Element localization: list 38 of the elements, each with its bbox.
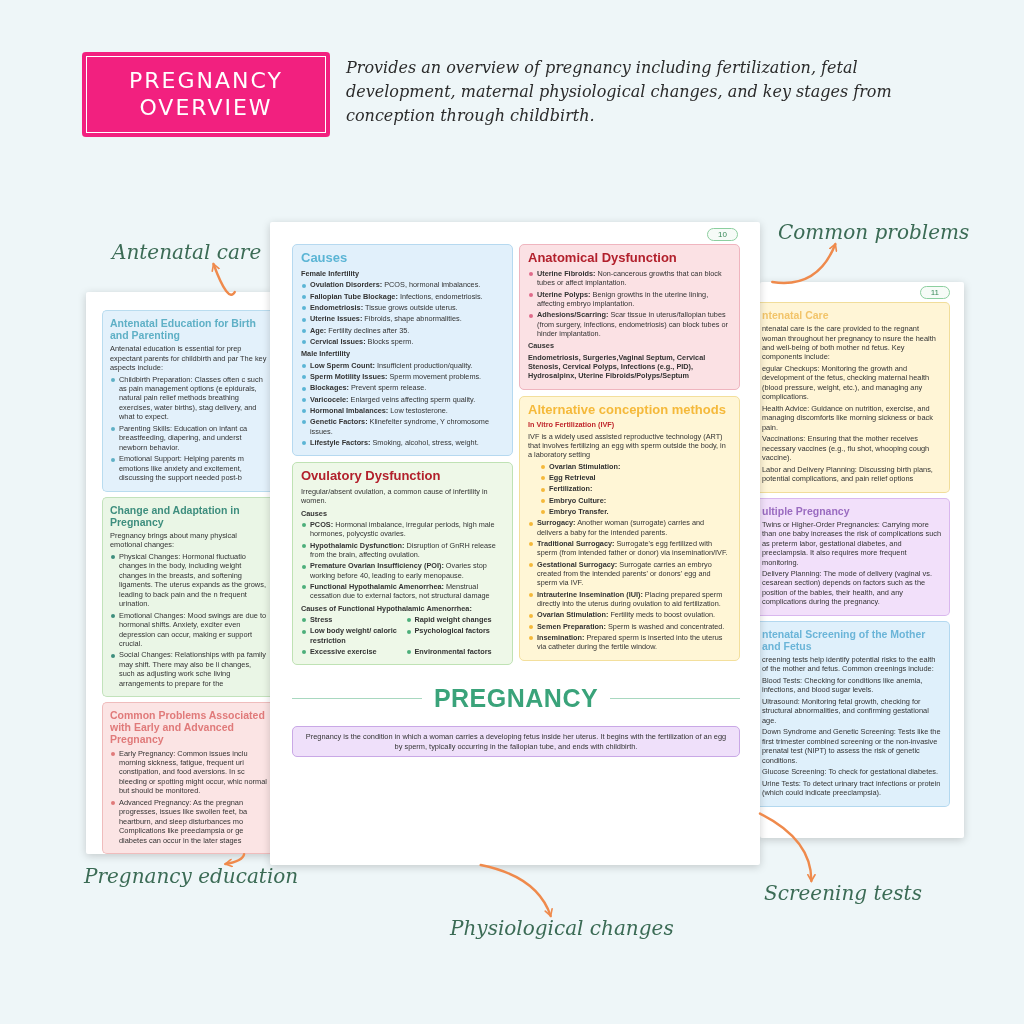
curved-arrow — [771, 242, 837, 285]
card-heading: Antenatal Education for Birth and Parenting — [110, 317, 257, 342]
title-banner: PREGNANCY OVERVIEW — [82, 52, 330, 137]
info-card — [102, 702, 272, 855]
info-card — [102, 310, 272, 492]
callout-label: Physiological changes — [450, 916, 674, 940]
page-number: 11 — [919, 286, 950, 299]
callout-label: Pregnancy education — [84, 864, 299, 888]
info-card — [519, 244, 740, 390]
description-text: Provides an overview of pregnancy including fertilization, fetal development, maternal physiological changes, and key stages from conception through childbirth. — [346, 57, 893, 127]
card-heading: ntenatal Care — [762, 309, 830, 322]
card-heading: Ovulatory Dysfunction — [301, 469, 442, 485]
card-heading: Anatomical Dysfunction — [528, 251, 678, 266]
page-sheet — [270, 222, 760, 865]
curved-arrow — [479, 863, 553, 918]
callout-label: Common problems — [778, 220, 970, 244]
page-sheet — [760, 282, 964, 838]
page-heading: PREGNANCY — [433, 684, 599, 714]
card-heading: Alternative conception methods — [528, 402, 727, 418]
card-heading: Causes — [301, 251, 349, 266]
info-card — [102, 496, 272, 698]
page-sheet — [86, 292, 272, 855]
curved-arrow — [224, 853, 246, 868]
info-card — [760, 302, 950, 493]
info-card — [760, 497, 950, 616]
info-card — [519, 395, 740, 661]
callout-label: Screening tests — [764, 881, 922, 905]
curved-arrow — [758, 812, 816, 883]
info-card — [760, 620, 950, 807]
info-card — [292, 244, 513, 457]
callout-label: Antenatal care — [112, 240, 262, 264]
card-heading: ultiple Pregnancy — [762, 504, 851, 517]
card-heading: ntenatal Screening of the Mother and Fetus — [762, 627, 927, 652]
info-card — [292, 462, 513, 666]
page-number: 10 — [707, 228, 738, 241]
card-heading: Change and Adaptation in Pregnancy — [110, 503, 241, 528]
card-heading: Common Problems Associated with Early and Advanced Pregnancy — [110, 709, 266, 746]
info-card — [292, 726, 740, 758]
